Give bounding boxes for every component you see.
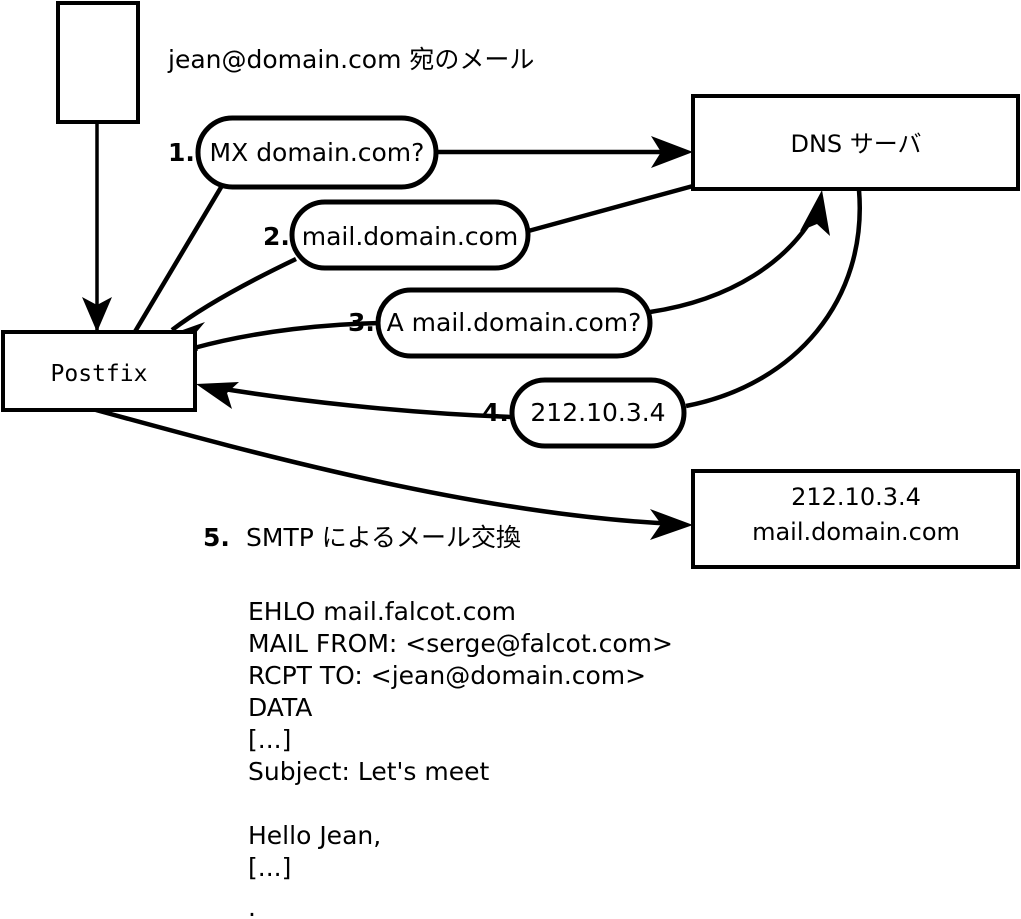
destination-ip: 212.10.3.4 xyxy=(791,483,921,511)
postfix-label: Postfix xyxy=(51,361,148,387)
smtp-line: Subject: Let's meet xyxy=(248,757,489,786)
edge-step1-to-dns xyxy=(432,136,693,168)
smtp-line: RCPT TO: <jean@domain.com> xyxy=(248,661,646,690)
step-5-number: 5. xyxy=(203,523,230,552)
step-5-label: SMTP によるメール交換 xyxy=(246,523,521,552)
smtp-line: DATA xyxy=(248,693,312,722)
step-1-bubble xyxy=(195,115,439,190)
step-3-label: A mail.domain.com? xyxy=(387,308,642,337)
edge-postfix-to-step3 xyxy=(193,320,381,351)
step-1-label: MX domain.com? xyxy=(210,138,425,167)
edge-step1-from-postfix xyxy=(131,182,225,337)
step-3-bubble xyxy=(375,287,653,359)
destination-box xyxy=(691,469,1020,569)
edge-step3-to-dns xyxy=(649,190,830,315)
step-4-number: 4. xyxy=(482,398,509,427)
smtp-line: EHLO mail.falcot.com xyxy=(248,597,516,626)
sender-box xyxy=(56,1,140,124)
smtp-transcript: EHLO mail.falcot.com MAIL FROM: <serge@f… xyxy=(248,597,673,919)
edge-postfix-to-destination xyxy=(95,407,693,540)
postfix-box xyxy=(1,330,197,412)
edge-sender-to-postfix xyxy=(82,122,112,355)
smtp-line: [...] xyxy=(248,853,291,882)
step-2-bubble xyxy=(289,199,531,271)
step-1-number: 1. xyxy=(168,138,195,167)
step-3-number: 3. xyxy=(348,308,375,337)
smtp-line-end: . xyxy=(248,893,256,919)
smtp-line: MAIL FROM: <serge@falcot.com> xyxy=(248,629,673,658)
step-2-label: mail.domain.com xyxy=(302,222,518,251)
edge-dns-to-step4 xyxy=(685,189,862,409)
edge-step4-to-postfix xyxy=(196,382,513,420)
edge-dns-to-step2 xyxy=(520,183,694,236)
mail-destination-note: jean@domain.com 宛のメール xyxy=(167,45,534,74)
smtp-line: [...] xyxy=(248,725,291,754)
step-2-number: 2. xyxy=(263,222,290,251)
smtp-line: Hello Jean, xyxy=(248,821,381,850)
dns-server-label: DNS サーバ xyxy=(790,130,921,158)
step-4-bubble xyxy=(509,377,687,449)
dns-server-box xyxy=(691,94,1020,191)
destination-host: mail.domain.com xyxy=(752,518,960,546)
step-4-label: 212.10.3.4 xyxy=(530,398,665,427)
